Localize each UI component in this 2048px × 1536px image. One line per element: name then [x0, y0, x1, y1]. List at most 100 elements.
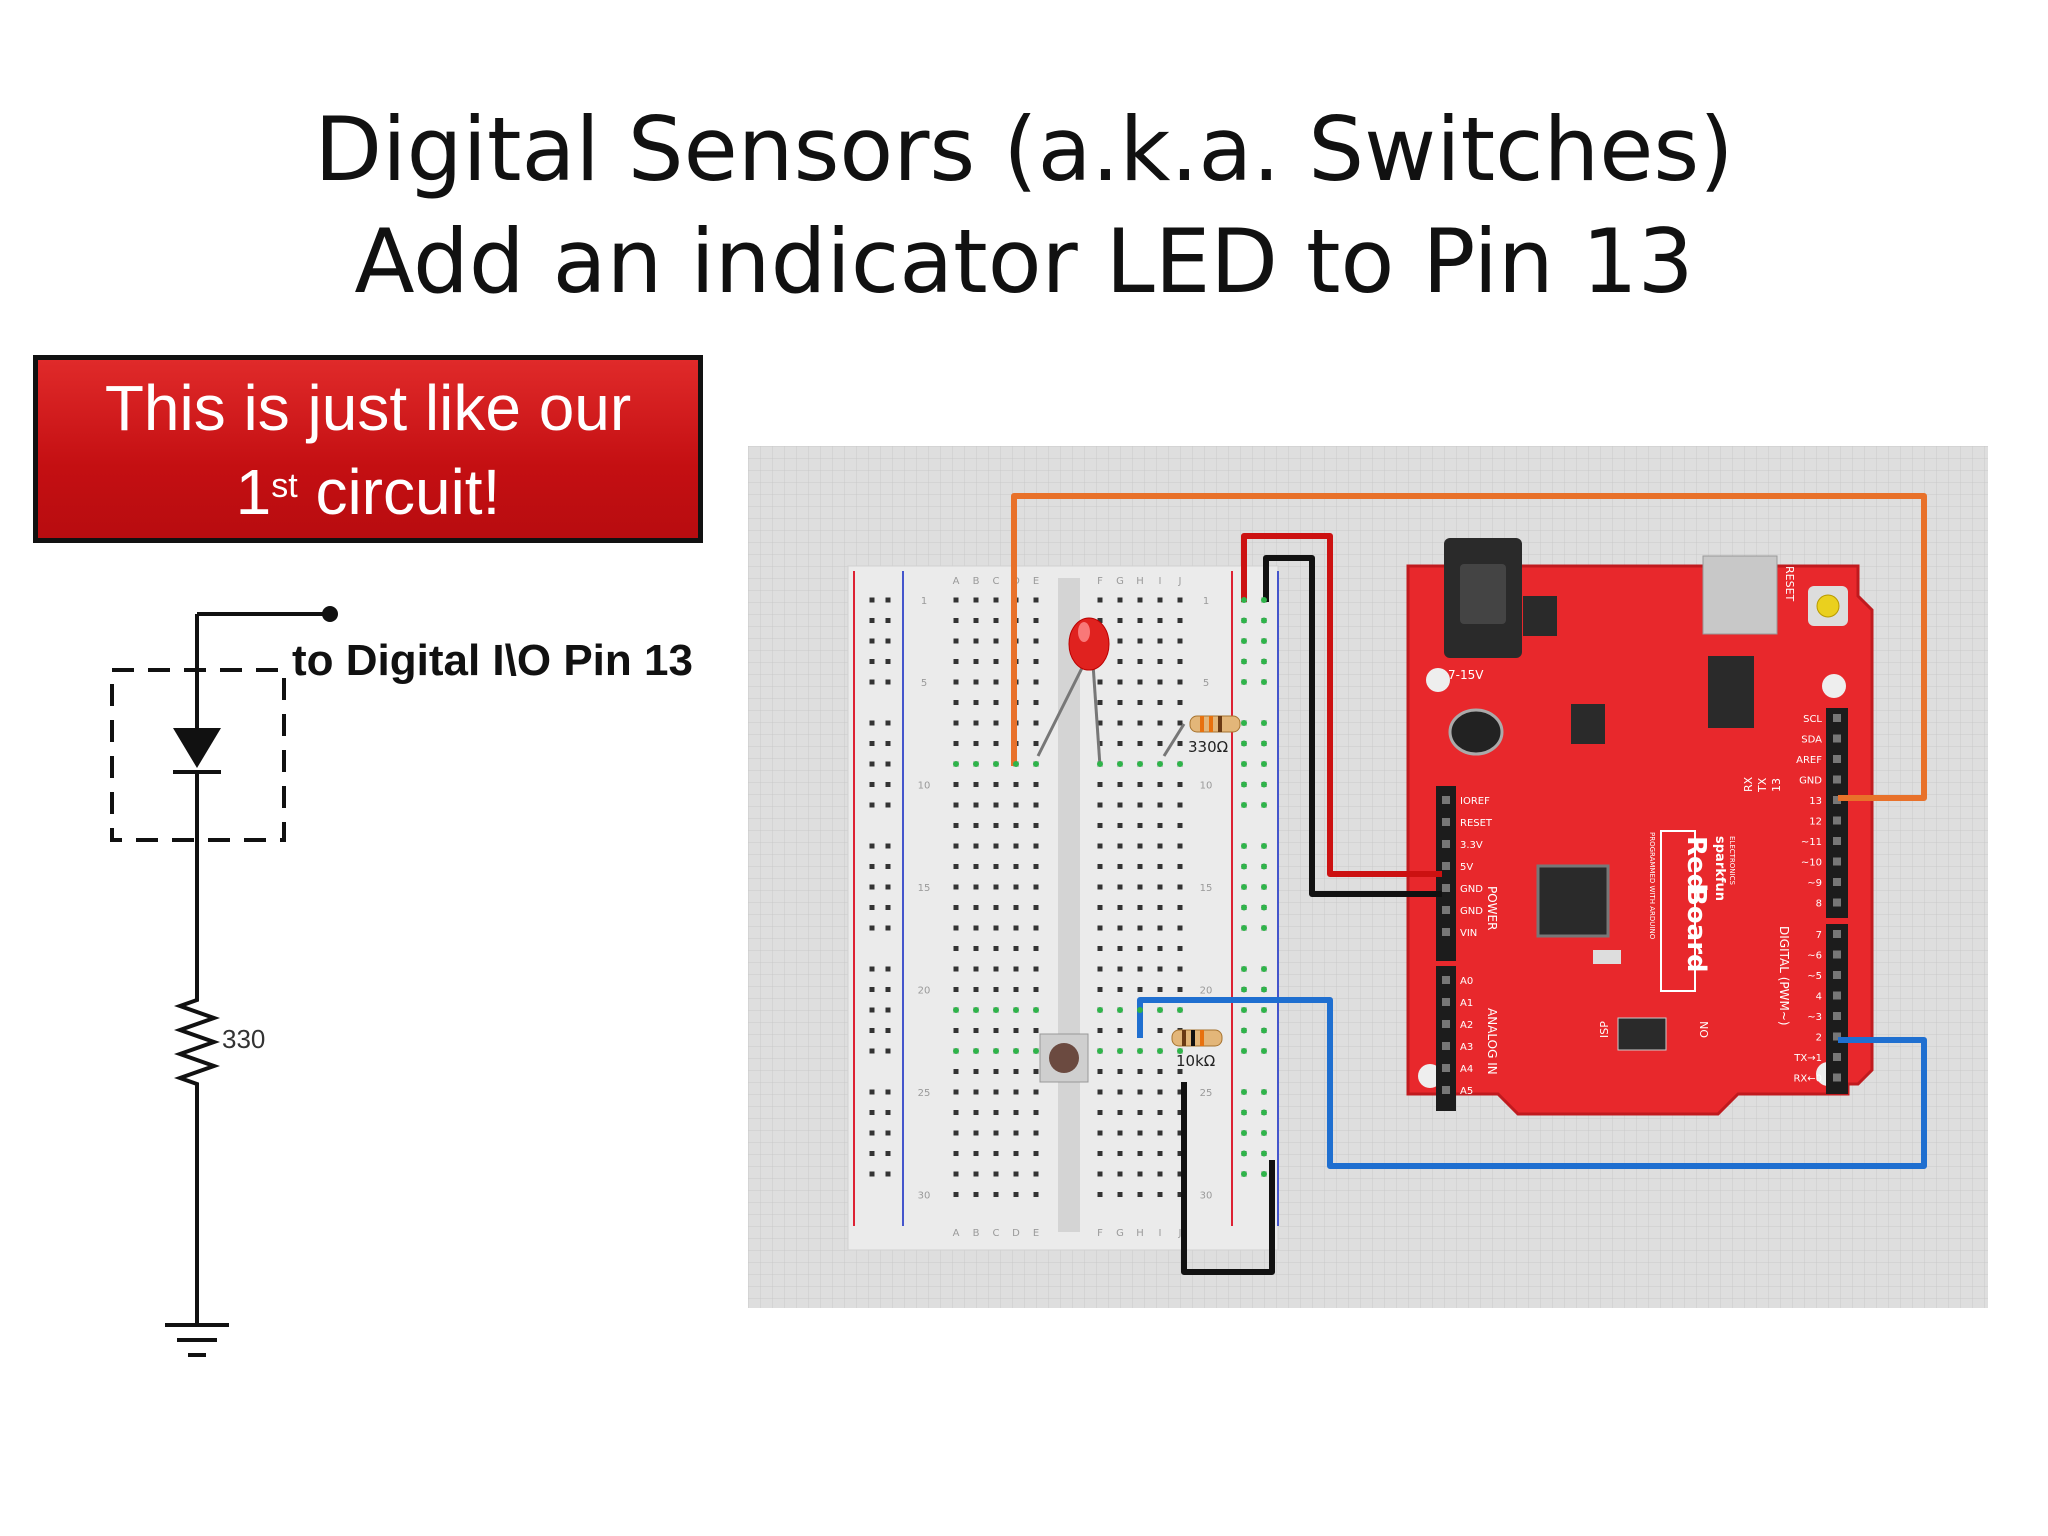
connection-dot — [973, 761, 979, 767]
breadboard-hole — [953, 597, 959, 603]
programmed-label: PROGRAMMED WITH ARDUINO — [1648, 832, 1656, 940]
breadboard-hole — [1097, 1171, 1103, 1177]
led-dashed-outline — [110, 668, 286, 842]
breadboard-hole — [1033, 905, 1039, 910]
connection-dot — [1241, 1171, 1247, 1177]
breadboard-hole — [1157, 925, 1163, 931]
digital-pin-label: ~9 — [1807, 878, 1822, 889]
header-pin — [1833, 1012, 1841, 1020]
connection-dot — [1241, 638, 1247, 644]
breadboard-hole — [1177, 741, 1183, 746]
connection-dot — [1137, 761, 1143, 767]
breadboard-hole — [1177, 802, 1183, 808]
header-pin — [1833, 898, 1841, 907]
breadboard-hole — [1033, 864, 1039, 869]
connection-dot — [1097, 1007, 1103, 1013]
breadboard-hole — [1177, 925, 1183, 931]
breadboard-hole — [1157, 618, 1163, 623]
breadboard-hole — [1117, 1110, 1123, 1115]
breadboard-hole — [953, 925, 959, 931]
breadboard-hole — [885, 720, 891, 726]
breadboard-hole — [953, 741, 959, 746]
breadboard-hole — [1137, 638, 1143, 644]
breadboard-hole — [973, 679, 979, 685]
connection-dot — [1241, 617, 1247, 624]
callout-line-2-rest: circuit! — [297, 456, 501, 528]
resistor-330-label: 330Ω — [1188, 738, 1228, 756]
connection-dot — [1261, 1027, 1267, 1034]
breadboard-hole — [1033, 1089, 1039, 1095]
breadboard-hole — [993, 802, 999, 808]
breadboard-hole — [885, 925, 891, 931]
breadboard-hole — [1137, 1110, 1143, 1115]
digital-pin-label: 7 — [1816, 930, 1822, 941]
breadboard-hole — [1177, 905, 1183, 910]
breadboard-hole — [953, 884, 959, 890]
breadboard-hole — [1157, 1130, 1163, 1136]
breadboard-hole — [885, 782, 891, 787]
connection-dot — [1261, 781, 1267, 788]
breadboard-hole — [993, 659, 999, 664]
connection-dot — [1033, 761, 1039, 767]
breadboard-hole — [1137, 1130, 1143, 1136]
breadboard-hole — [1117, 1151, 1123, 1156]
breadboard-hole — [993, 1151, 999, 1156]
breadboard-hole — [973, 966, 979, 972]
breadboard-hole — [1177, 679, 1183, 685]
breadboard-hole — [1157, 638, 1163, 644]
mounting-hole-1 — [1426, 668, 1450, 692]
connection-dot — [1241, 597, 1247, 603]
connection-dot — [1261, 904, 1267, 911]
connection-dot — [973, 1048, 979, 1054]
column-letter: B — [973, 1228, 980, 1239]
row-number: 20 — [918, 986, 931, 997]
breadboard-hole — [1013, 884, 1019, 890]
breadboard-hole — [1117, 987, 1123, 992]
analog-pin-label: A0 — [1460, 976, 1473, 987]
breadboard-hole — [953, 1110, 959, 1115]
header-pin — [1442, 862, 1450, 870]
breadboard-hole — [1013, 802, 1019, 808]
breadboard-hole — [973, 823, 979, 828]
breadboard-hole — [869, 638, 875, 644]
breadboard-hole — [885, 1007, 891, 1013]
breadboard-hole — [885, 741, 891, 746]
connection-dot — [1261, 1007, 1267, 1013]
breadboard-hole — [993, 1171, 999, 1177]
connection-dot — [1241, 884, 1247, 890]
digital-pin-label: SCL — [1803, 714, 1822, 725]
connection-dot — [1241, 863, 1247, 870]
breadboard-hole — [869, 1110, 875, 1115]
breadboard-hole — [869, 843, 875, 849]
column-letter: H — [1136, 1228, 1144, 1239]
header-pin — [1442, 840, 1450, 848]
breadboard-hole — [1137, 1089, 1143, 1095]
voltage-regulator — [1571, 704, 1605, 744]
power-pin-label: GND — [1460, 884, 1483, 895]
breadboard-hole — [1177, 1171, 1183, 1177]
power-jack-label: 7-15V — [1448, 668, 1484, 682]
connection-dot — [953, 1007, 959, 1013]
breadboard-hole — [885, 618, 891, 623]
header-pin — [1833, 1032, 1841, 1041]
connection-dot — [1261, 843, 1267, 849]
breadboard-hole — [1137, 720, 1143, 726]
breadboard-hole — [1117, 1130, 1123, 1136]
breadboard-hole — [1013, 823, 1019, 828]
breadboard-hole — [973, 987, 979, 992]
breadboard-hole — [1033, 1110, 1039, 1115]
breadboard-hole — [993, 700, 999, 705]
breadboard-hole — [993, 1089, 999, 1095]
on-label: ON — [1698, 1021, 1711, 1038]
breadboard-hole — [1013, 946, 1019, 951]
analog-header — [1436, 966, 1456, 1111]
breadboard-hole — [1157, 1110, 1163, 1115]
breadboard-hole — [1157, 987, 1163, 992]
header-pin — [1442, 1086, 1450, 1094]
digital-pin-label: SDA — [1801, 735, 1822, 746]
column-letter: C — [993, 1228, 1000, 1239]
breadboard-hole — [973, 1110, 979, 1115]
onboard-led-label: TX — [1756, 777, 1769, 793]
breadboard-hole — [869, 925, 875, 931]
